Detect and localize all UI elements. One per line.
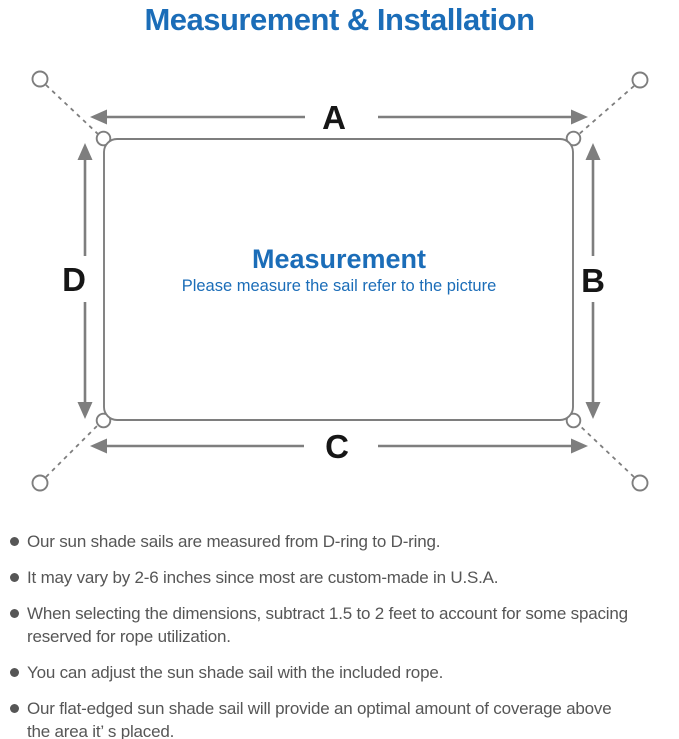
d-ring [565, 130, 582, 147]
tether-dashed-line [577, 85, 635, 136]
note-line: When selecting the dimensions, subtract … [27, 604, 628, 623]
note-item: Our sun shade sails are measured from D-… [10, 530, 675, 553]
dimension-label-top: A [322, 99, 346, 136]
d-ring [565, 412, 582, 429]
arrow-c [90, 438, 588, 454]
note-item: It may vary by 2-6 inches since most are… [10, 566, 675, 589]
note-line: You can adjust the sun shade sail with t… [27, 663, 444, 682]
measurement-diagram: A B C D Measurement Please measure the s… [31, 70, 649, 492]
note-line: Our sun shade sails are measured from D-… [27, 532, 441, 551]
bullet-dot-icon [10, 668, 19, 677]
note-line: It may vary by 2-6 inches since most are… [27, 568, 499, 587]
dimension-label-bottom: C [325, 428, 349, 465]
diagram-center-title: Measurement [252, 244, 426, 274]
note-line: reserved for rope utilization. [27, 627, 231, 646]
diagram-center-subtitle: Please measure the sail refer to the pic… [182, 277, 497, 295]
anchor-point [631, 474, 649, 492]
d-ring [95, 130, 112, 147]
note-item: When selecting the dimensions, subtract … [10, 602, 675, 648]
dimension-label-left: D [62, 261, 86, 298]
notes-list: Our sun shade sails are measured from D-… [10, 530, 675, 739]
dimension-label-right: B [581, 262, 605, 299]
tether-dashed-line [45, 423, 100, 478]
arrow-b [585, 143, 601, 419]
anchor-point [31, 474, 49, 492]
arrow-d [77, 143, 93, 419]
tether-dashed-line [577, 423, 635, 478]
note-item: Our flat-edged sun shade sail will provi… [10, 697, 675, 739]
note-line: the area it’ s placed. [27, 722, 175, 739]
bullet-dot-icon [10, 537, 19, 546]
note-line: Our flat-edged sun shade sail will provi… [27, 699, 612, 718]
anchor-point [31, 70, 49, 88]
bullet-dot-icon [10, 609, 19, 618]
tether-dashed-line [45, 84, 100, 136]
d-ring [95, 412, 112, 429]
page-title: Measurement & Installation [144, 2, 535, 37]
note-item: You can adjust the sun shade sail with t… [10, 661, 675, 684]
bullet-dot-icon [10, 573, 19, 582]
anchor-point [631, 71, 649, 89]
sail-outline [103, 138, 574, 421]
arrow-a [90, 109, 588, 125]
bullet-dot-icon [10, 704, 19, 713]
